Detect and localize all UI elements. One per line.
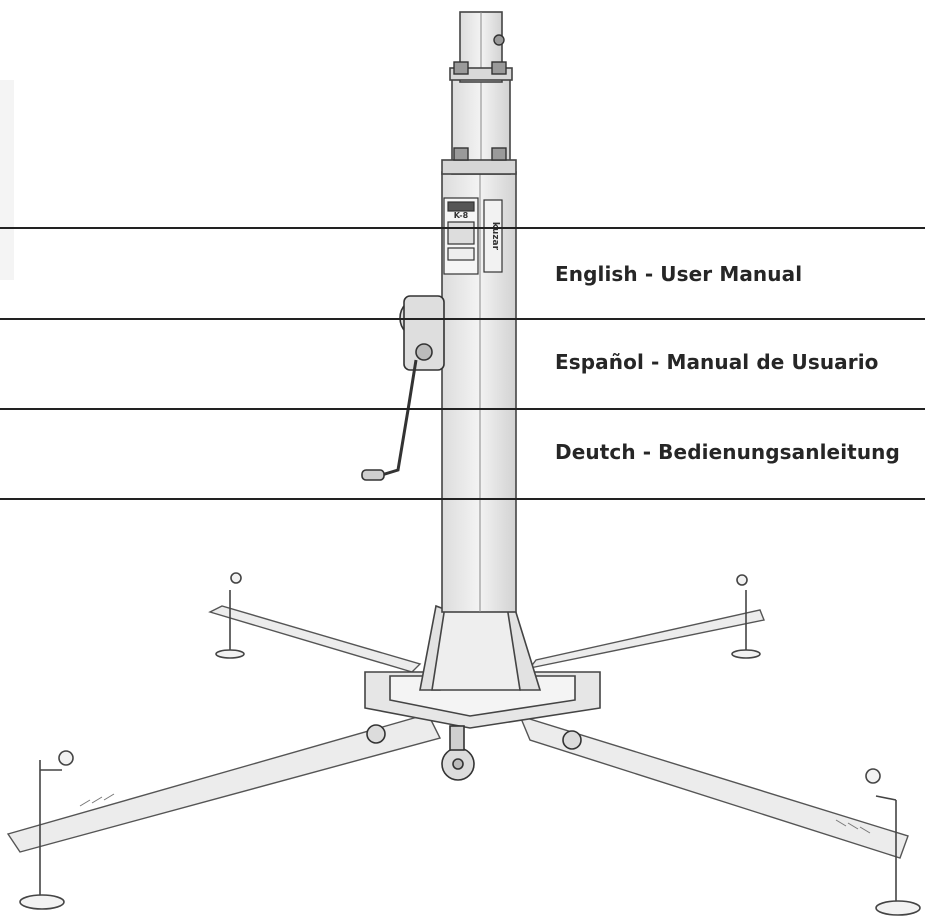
brand-badge-text: kuzar: [490, 222, 500, 251]
model-plate: [443, 197, 503, 275]
page-edge-shadow: [0, 80, 14, 280]
divider-2: [0, 408, 925, 410]
divider-1: [0, 318, 925, 320]
spanish-manual-link[interactable]: Español - Manual de Usuario: [555, 350, 879, 374]
german-manual-link[interactable]: Deutch - Bedienungsanleitung: [555, 440, 900, 464]
leg-hazard-stripes: [79, 793, 871, 834]
outrigger-jacks: [19, 572, 921, 916]
tower-base: [364, 599, 601, 729]
tower-legs: [6, 605, 909, 859]
hand-winch: [361, 295, 445, 481]
section-lock-knobs: [453, 34, 507, 161]
model-plate-text: K-8: [454, 211, 469, 220]
divider-top: [0, 227, 925, 229]
divider-bottom: [0, 498, 925, 500]
castor-wheels: [366, 724, 582, 781]
tower-mast: [441, 11, 517, 613]
english-manual-link[interactable]: English - User Manual: [555, 262, 803, 286]
